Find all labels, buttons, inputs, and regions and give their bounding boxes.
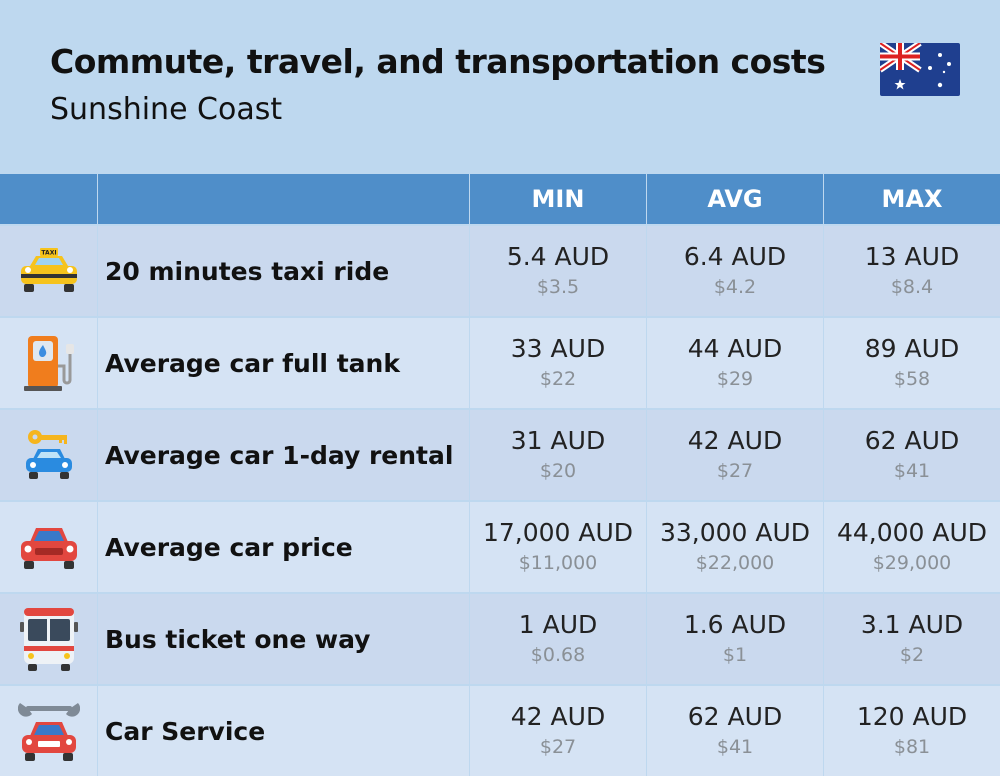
max-value-cell: 44,000 AUD $29,000 (824, 502, 1000, 592)
max-aud: 13 AUD (864, 242, 960, 271)
min-usd: $11,000 (518, 552, 598, 574)
min-aud: 17,000 AUD (482, 518, 634, 547)
min-aud: 1 AUD (518, 610, 598, 639)
avg-usd: $29 (716, 368, 754, 390)
table-row: Car Service 42 AUD $27 62 AUD $41 120 AU… (0, 686, 1000, 776)
min-value-cell: 5.4 AUD $3.5 (470, 226, 646, 316)
max-usd: $29,000 (872, 552, 952, 574)
page-title: Commute, travel, and transportation cost… (50, 42, 826, 81)
city-subtitle: Sunshine Coast (50, 92, 283, 127)
avg-usd: $4.2 (713, 276, 757, 298)
avg-aud: 42 AUD (687, 426, 783, 455)
max-value-cell: 89 AUD $58 (824, 318, 1000, 408)
avg-value-cell: 6.4 AUD $4.2 (647, 226, 823, 316)
car-rental-key-icon (25, 430, 72, 479)
avg-usd: $27 (716, 460, 754, 482)
min-usd: $27 (539, 736, 577, 758)
table-row: TAXI 20 minutes taxi ride 5.4 AUD $3.5 6… (0, 226, 1000, 316)
avg-value-cell: 44 AUD $29 (647, 318, 823, 408)
min-usd: $0.68 (530, 644, 586, 666)
taxi-icon: TAXI (20, 248, 77, 292)
header-icon-cell (0, 174, 97, 224)
min-aud: 42 AUD (510, 702, 606, 731)
min-aud: 5.4 AUD (506, 242, 610, 271)
row-label: Average car 1-day rental (98, 410, 469, 500)
row-icon-cell (0, 594, 97, 684)
row-icon-cell (0, 686, 97, 776)
table-row: Bus ticket one way 1 AUD $0.68 1.6 AUD $… (0, 594, 1000, 684)
avg-aud: 6.4 AUD (683, 242, 787, 271)
min-value-cell: 33 AUD $22 (470, 318, 646, 408)
max-value-cell: 120 AUD $81 (824, 686, 1000, 776)
table-row: Average car price 17,000 AUD $11,000 33,… (0, 502, 1000, 592)
header-label-cell (98, 174, 469, 224)
max-usd: $8.4 (890, 276, 934, 298)
min-usd: $22 (539, 368, 577, 390)
max-aud: 44,000 AUD (836, 518, 988, 547)
header-max: MAX (824, 174, 1000, 224)
max-aud: 62 AUD (864, 426, 960, 455)
max-usd: $81 (893, 736, 931, 758)
avg-aud: 44 AUD (687, 334, 783, 363)
max-usd: $58 (893, 368, 931, 390)
fuel-pump-icon (23, 336, 74, 391)
avg-aud: 33,000 AUD (659, 518, 811, 547)
row-label: Bus ticket one way (98, 594, 469, 684)
header-avg: AVG (647, 174, 823, 224)
avg-value-cell: 33,000 AUD $22,000 (647, 502, 823, 592)
min-usd: $20 (539, 460, 577, 482)
max-value-cell: 3.1 AUD $2 (824, 594, 1000, 684)
avg-value-cell: 1.6 AUD $1 (647, 594, 823, 684)
car-service-wrench-icon (17, 703, 80, 761)
avg-value-cell: 62 AUD $41 (647, 686, 823, 776)
row-icon-cell (0, 502, 97, 592)
row-label: Average car price (98, 502, 469, 592)
row-label: 20 minutes taxi ride (98, 226, 469, 316)
max-usd: $41 (893, 460, 931, 482)
avg-usd: $41 (716, 736, 754, 758)
table-row: Average car full tank 33 AUD $22 44 AUD … (0, 318, 1000, 408)
header-min: MIN (470, 174, 646, 224)
max-aud: 89 AUD (864, 334, 960, 363)
min-value-cell: 17,000 AUD $11,000 (470, 502, 646, 592)
bus-icon (19, 608, 78, 671)
page-header: Commute, travel, and transportation cost… (0, 0, 1000, 172)
car-icon (20, 528, 77, 569)
max-value-cell: 62 AUD $41 (824, 410, 1000, 500)
avg-usd: $22,000 (695, 552, 775, 574)
max-aud: 120 AUD (856, 702, 968, 731)
avg-value-cell: 42 AUD $27 (647, 410, 823, 500)
min-aud: 33 AUD (510, 334, 606, 363)
min-value-cell: 42 AUD $27 (470, 686, 646, 776)
min-aud: 31 AUD (510, 426, 606, 455)
avg-aud: 1.6 AUD (683, 610, 787, 639)
avg-usd: $1 (722, 644, 748, 666)
row-icon-cell (0, 410, 97, 500)
table-header-row: MIN AVG MAX (0, 174, 1000, 226)
cost-table: MIN AVG MAX TAXI 20 minutes taxi ride 5.… (0, 174, 1000, 776)
max-value-cell: 13 AUD $8.4 (824, 226, 1000, 316)
svg-text:TAXI: TAXI (41, 250, 56, 257)
max-aud: 3.1 AUD (860, 610, 964, 639)
row-icon-cell (0, 318, 97, 408)
table-row: Average car 1-day rental 31 AUD $20 42 A… (0, 410, 1000, 500)
max-usd: $2 (899, 644, 925, 666)
min-value-cell: 31 AUD $20 (470, 410, 646, 500)
row-icon-cell: TAXI (0, 226, 97, 316)
min-usd: $3.5 (536, 276, 580, 298)
row-label: Car Service (98, 686, 469, 776)
row-label: Average car full tank (98, 318, 469, 408)
australia-flag-icon (880, 43, 960, 96)
min-value-cell: 1 AUD $0.68 (470, 594, 646, 684)
avg-aud: 62 AUD (687, 702, 783, 731)
